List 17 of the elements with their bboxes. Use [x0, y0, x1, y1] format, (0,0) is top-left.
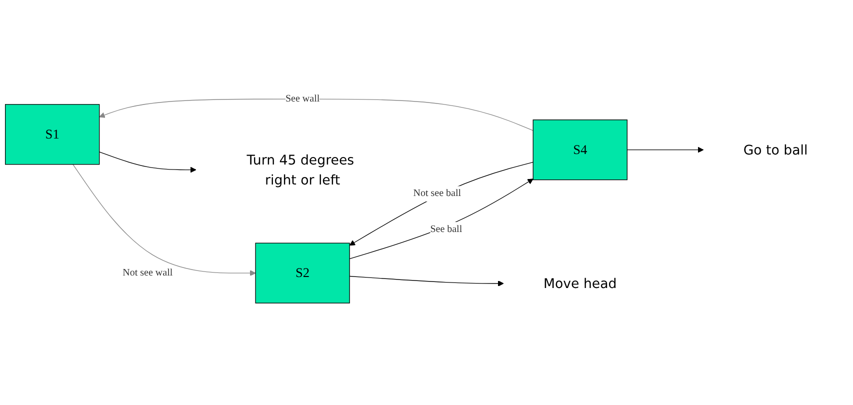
arrow: [349, 276, 504, 286]
edge-label: See wall: [285, 94, 320, 104]
node-text: Go to ball: [743, 142, 808, 158]
node-box: S2: [255, 242, 350, 304]
arrow: [349, 162, 534, 246]
node-box: S1: [5, 104, 100, 165]
arrow: [626, 146, 704, 153]
edge-label: See ball: [430, 224, 462, 235]
node-box: S4: [532, 120, 628, 180]
arrow: [99, 152, 196, 173]
arrow: [349, 178, 534, 260]
arrow: [72, 164, 256, 276]
edge-label: Not see ball: [413, 188, 462, 199]
node-text: Turn 45 degrees right or left: [246, 152, 354, 188]
node-text: Move head: [544, 275, 617, 292]
edge-label: Not see wall: [122, 268, 173, 278]
arrow: [99, 98, 534, 131]
